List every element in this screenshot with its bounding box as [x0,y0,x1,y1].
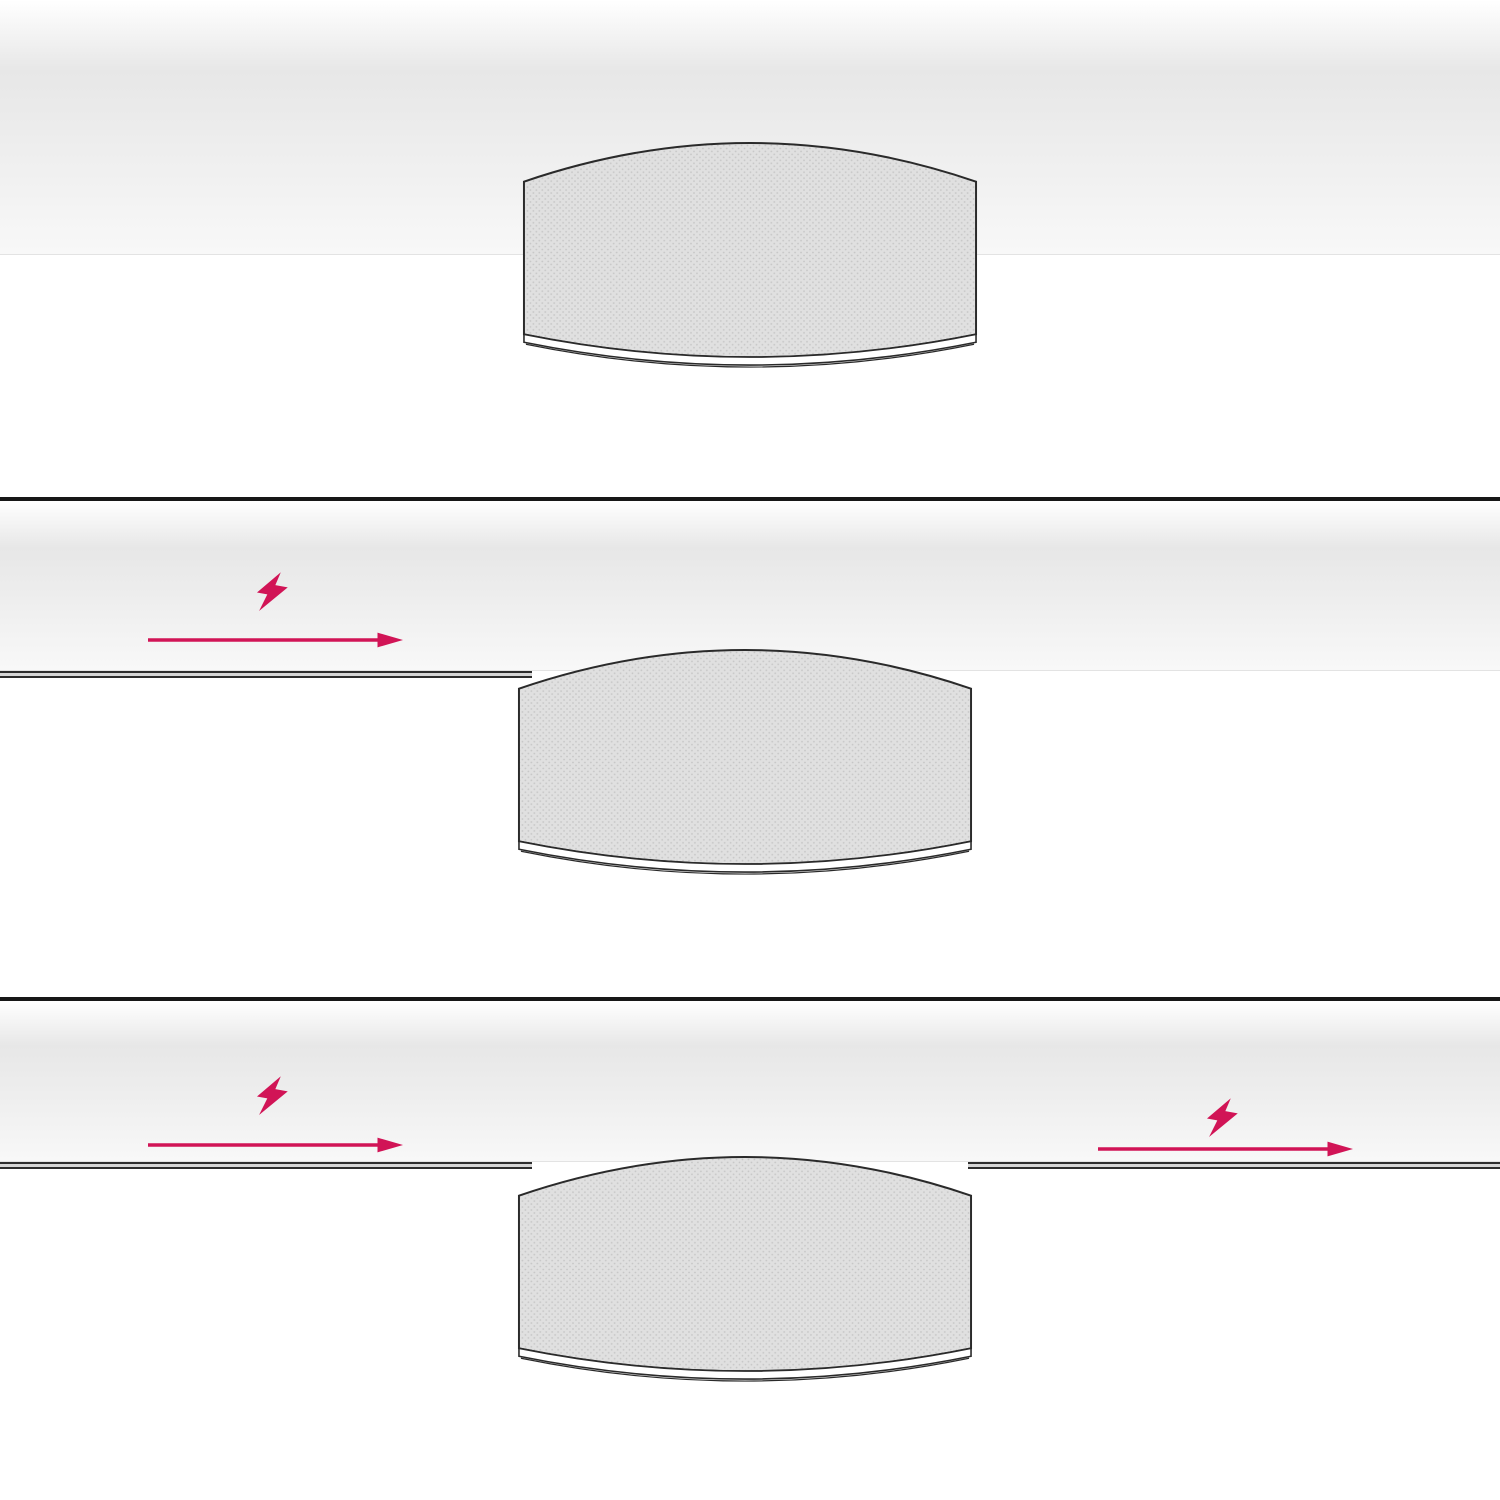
lightning-bolt-icon [256,572,288,612]
lightning-bolt-icon [1206,1098,1238,1138]
lightning-bolt-glyph [256,1076,288,1116]
lightning-bolt-glyph [1206,1098,1238,1138]
drum-lampshade [517,1155,973,1383]
lightning-bolt-icon [256,1076,288,1116]
ceiling-surface [0,501,1500,671]
arrow-right-icon [1098,1141,1353,1157]
arrow-head [377,1137,403,1153]
lightning-bolt-glyph [256,572,288,612]
power-cable-left [0,1162,532,1169]
panel-cable-feed-left [0,497,1500,997]
drum-lampshade [517,648,973,876]
panel-lamp-only [0,0,1500,497]
arrow-right-icon [148,1137,403,1153]
power-cable-right [968,1162,1500,1169]
arrow-head [377,632,403,648]
power-cable-left [0,671,532,678]
drum-lampshade [522,141,978,369]
ceiling-surface [0,1001,1500,1162]
arrow-right-icon [148,632,403,648]
panel-cable-pass-through [0,997,1500,1500]
arrow-head [1327,1141,1353,1157]
